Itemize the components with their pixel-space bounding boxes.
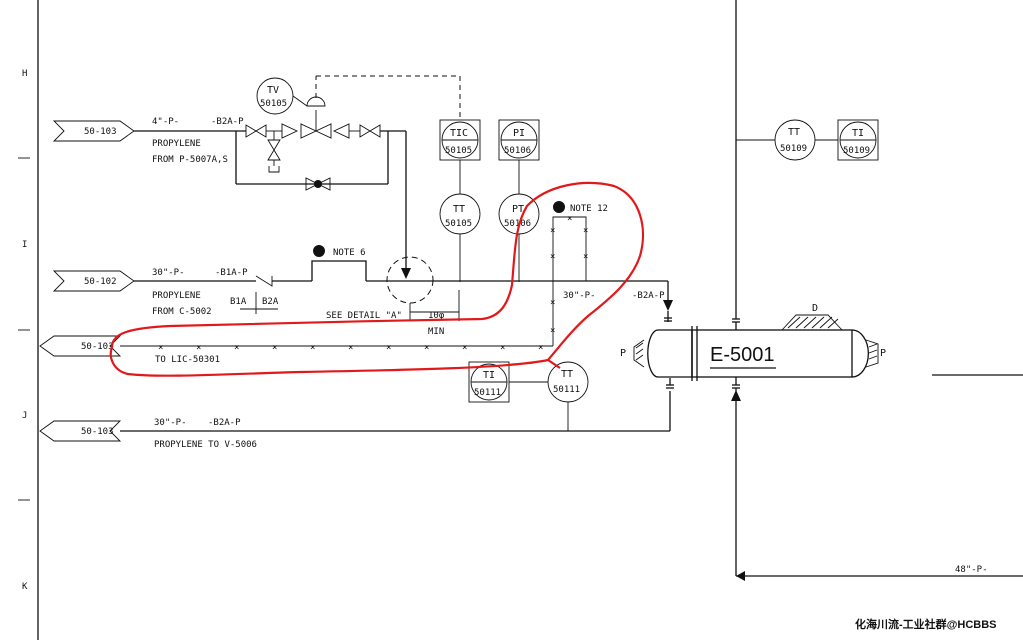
svg-text:×: × [348,343,353,353]
main-header-line [134,260,673,314]
watermark: 化海川流-工业社群@HCBBS [855,617,997,631]
outlet-line [120,378,674,432]
svg-text:50109: 50109 [780,144,807,154]
instrument-tt-50111[interactable]: TT 50111 [547,361,589,403]
svg-text:×: × [272,343,277,353]
svg-text:×: × [583,252,588,262]
nozzle-d-label: D [812,303,818,314]
source-label: FROM P-5007A,S [152,155,228,165]
bottom-return-line [731,388,1023,581]
zone-label-k: K [22,582,28,592]
svg-text:TT: TT [561,369,573,380]
zone-label-j: J [22,411,27,421]
instrument-tv-50105[interactable]: TV 50105 [256,77,308,115]
line-spec: -B1A-P [215,268,248,278]
svg-text:×: × [550,226,555,236]
svg-text:50111: 50111 [474,388,501,398]
instrument-tt-50109[interactable]: TT 50109 [774,119,816,161]
svg-text:×: × [550,252,555,262]
zone-label-h: H [22,69,27,79]
instrument-pi-50106[interactable]: PI 50106 [498,119,540,161]
svg-text:×: × [310,343,315,353]
svg-text:×: × [462,343,467,353]
svg-text:TI: TI [483,370,495,381]
svg-text:50111: 50111 [553,385,580,395]
note-12-marker [553,201,565,213]
connector-ref: 50-102 [84,277,117,287]
exchanger-e-5001[interactable]: E-5001 D P P [620,303,886,389]
main-line-number: 30"-P- [563,291,596,301]
instrument-ti-50109[interactable]: TI 50109 [837,119,879,161]
main-line-spec: -B2A-P [632,291,665,301]
min-label: MIN [428,327,444,337]
svg-text:×: × [538,343,543,353]
drawing-border: H I J K [18,0,39,640]
note-12-label: NOTE 12 [570,204,608,214]
equipment-tag: E-5001 [710,344,775,366]
tracer-loop: × × × × × × × [550,214,588,346]
fluid-label: PROPYLENE [152,291,201,301]
svg-text:50105: 50105 [260,99,287,109]
svg-text:×: × [567,214,572,224]
svg-text:TV: TV [267,85,279,96]
instrument-tic-50105[interactable]: TIC 50105 [439,119,481,161]
instrument-ti-50111[interactable]: TI 50111 [468,361,510,403]
nozzle-p-left-label: P [620,348,626,359]
destination-label: PROPYLENE TO V-5006 [154,440,257,450]
off-page-connector-1[interactable]: 50-103 [52,120,135,142]
svg-text:×: × [500,343,505,353]
bottom-line-number: 48"-P- [955,565,988,575]
svg-text:×: × [550,298,555,308]
off-page-connector-3[interactable]: 50-103 [39,335,122,357]
nozzle-p-right-label: P [880,348,886,359]
line-number: 30"-P- [154,418,187,428]
line-number: 30"-P- [152,268,185,278]
svg-text:TT: TT [788,127,800,138]
off-page-connector-4[interactable]: 50-103 [39,420,122,442]
svg-text:50106: 50106 [504,146,531,156]
line-spec: -B2A-P [208,418,241,428]
control-valve-train [245,75,461,191]
svg-text:50105: 50105 [445,146,472,156]
source-label: FROM C-5002 [152,307,212,317]
min-diameter-label: 10φ [428,311,445,321]
spec-break-right: B2A [262,297,279,307]
signal-line-lic: × × × × × × × × × × × [120,343,553,353]
off-page-connector-2[interactable]: 50-102 [52,270,135,292]
svg-text:TT: TT [453,204,465,215]
line-number: 4"-P- [152,117,179,127]
red-markup-tail [547,359,561,369]
svg-text:PI: PI [513,128,525,139]
svg-text:TIC: TIC [450,128,468,139]
connector-ref: 50-103 [81,427,114,437]
svg-text:×: × [550,326,555,336]
svg-text:TI: TI [852,128,864,139]
svg-text:50105: 50105 [445,219,472,229]
svg-text:×: × [583,226,588,236]
line-spec: -B2A-P [211,117,244,127]
fluid-label: PROPYLENE [152,139,201,149]
instrument-tt-50105[interactable]: TT 50105 [439,193,481,235]
destination-label: TO LIC-50301 [155,355,220,365]
note-6-marker [313,245,325,257]
connector-ref: 50-103 [81,342,114,352]
svg-text:×: × [424,343,429,353]
red-markup-outline [109,181,644,377]
svg-text:×: × [196,343,201,353]
spec-break-left: B1A [230,297,247,307]
note-6-label: NOTE 6 [333,248,366,258]
svg-text:×: × [386,343,391,353]
svg-text:50109: 50109 [843,146,870,156]
svg-text:PT: PT [512,204,524,215]
svg-text:50106: 50106 [504,219,531,229]
zone-label-i: I [22,240,27,250]
svg-text:×: × [158,343,163,353]
detail-label: SEE DETAIL "A" [326,311,402,321]
svg-text:×: × [234,343,239,353]
connector-ref: 50-103 [84,127,117,137]
line-4in-propylene [134,130,411,279]
detail-a-marker [386,256,434,304]
